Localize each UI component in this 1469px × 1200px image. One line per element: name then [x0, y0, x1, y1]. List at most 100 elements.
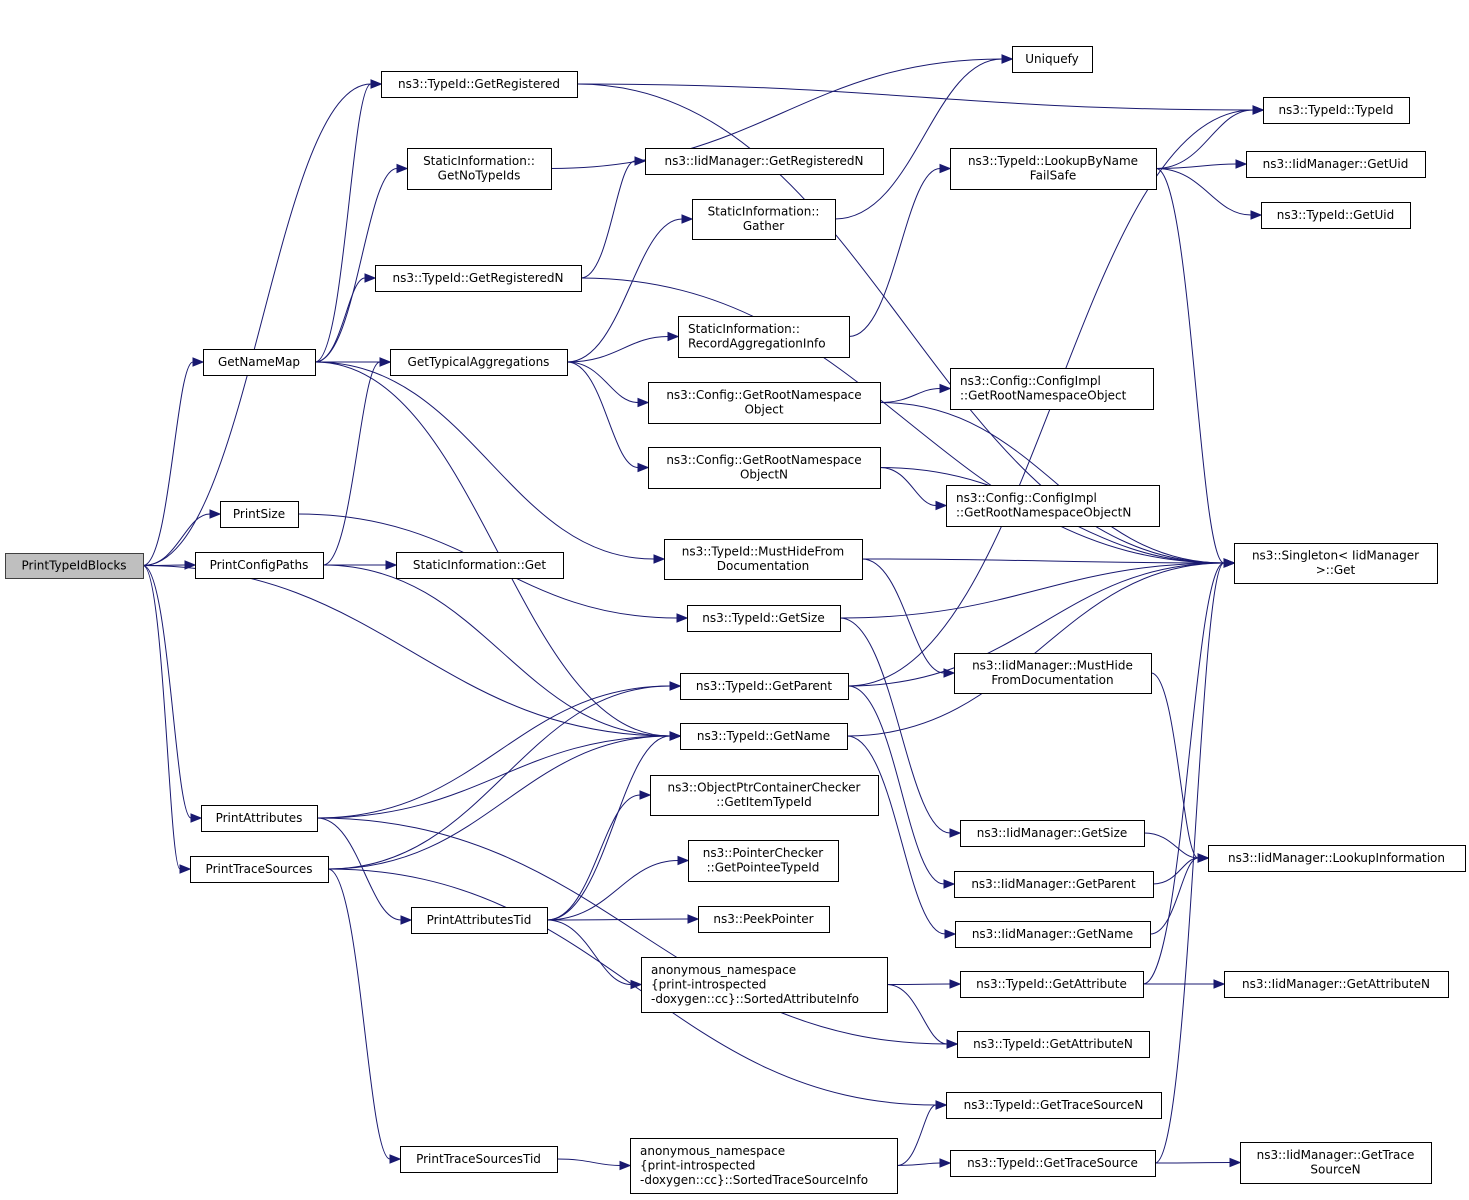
node-get-registered-n[interactable]: ns3::TypeId::GetRegisteredN — [375, 265, 582, 292]
node-tid-get-size[interactable]: ns3::TypeId::GetSize — [687, 605, 841, 632]
node-box[interactable] — [650, 775, 879, 816]
node-box[interactable] — [680, 673, 849, 700]
node-box[interactable] — [645, 148, 884, 175]
node-box[interactable] — [190, 856, 329, 883]
node-box[interactable] — [687, 605, 841, 632]
node-siget[interactable]: StaticInformation::Get — [396, 552, 564, 579]
node-box[interactable] — [950, 1150, 1156, 1177]
node-sorted-attr[interactable]: anonymous_namespace{print-introspected-d… — [641, 957, 888, 1013]
node-box[interactable] — [664, 539, 863, 580]
node-box[interactable] — [381, 71, 578, 98]
node-tid-get-attribute-n[interactable]: ns3::TypeId::GetAttributeN — [957, 1031, 1150, 1058]
node-box[interactable] — [195, 552, 324, 579]
node-iid-get-attribute-n[interactable]: ns3::IidManager::GetAttributeN — [1224, 971, 1449, 998]
node-print-attributes-tid[interactable]: PrintAttributesTid — [411, 907, 548, 934]
node-box[interactable] — [950, 368, 1154, 410]
node-cfg-get-root-ns-obj-n[interactable]: ns3::Config::GetRootNamespaceObjectN — [648, 447, 881, 489]
node-box[interactable] — [960, 971, 1144, 998]
node-box[interactable] — [648, 382, 881, 424]
node-box[interactable] — [1240, 1142, 1432, 1184]
edge-tid-get-trace-source-to-singleton-get — [1154, 562, 1225, 1164]
node-iid-get-registered-n[interactable]: ns3::IidManager::GetRegisteredN — [645, 148, 884, 175]
edge-tid-get-name-to-iid-get-name — [846, 735, 946, 935]
node-iid-must-hide[interactable]: ns3::IidManager::MustHideFromDocumentati… — [954, 653, 1152, 694]
node-print-attributes[interactable]: PrintAttributes — [201, 805, 318, 832]
node-box[interactable] — [957, 1031, 1150, 1058]
node-opccget-item[interactable]: ns3::ObjectPtrContainerChecker::GetItemT… — [650, 775, 879, 816]
node-tid-get-trace-source[interactable]: ns3::TypeId::GetTraceSource — [950, 1150, 1156, 1177]
node-box[interactable] — [692, 199, 836, 240]
node-tid-get-parent[interactable]: ns3::TypeId::GetParent — [680, 673, 849, 700]
node-iid-get-uid[interactable]: ns3::IidManager::GetUid — [1246, 151, 1426, 178]
node-box[interactable] — [203, 349, 316, 376]
node-tid-get-uid[interactable]: ns3::TypeId::GetUid — [1261, 202, 1411, 229]
node-print-type-id-blocks[interactable]: PrintTypeIdBlocks — [5, 553, 144, 579]
node-label: ns3::TypeId::GetRegisteredN — [393, 271, 564, 285]
node-cfg-get-root-ns-obj[interactable]: ns3::Config::GetRootNamespaceObject — [648, 382, 881, 424]
node-tid-get-name[interactable]: ns3::TypeId::GetName — [680, 723, 848, 750]
node-box[interactable] — [950, 148, 1157, 190]
node-get-typical-aggregations[interactable]: GetTypicalAggregations — [390, 349, 568, 376]
node-box[interactable] — [1208, 845, 1466, 872]
node-box[interactable] — [1234, 543, 1438, 584]
node-box[interactable] — [396, 552, 564, 579]
node-box[interactable] — [688, 840, 839, 882]
node-cfg-impl-obj[interactable]: ns3::Config::ConfigImpl::GetRootNamespac… — [950, 368, 1154, 410]
node-singleton-get[interactable]: ns3::Singleton< IidManager>::Get — [1234, 543, 1438, 584]
node-iid-get-parent[interactable]: ns3::IidManager::GetParent — [954, 871, 1154, 898]
node-box[interactable] — [630, 1138, 898, 1194]
node-tid-type-id[interactable]: ns3::TypeId::TypeId — [1263, 97, 1410, 124]
node-print-trace-sources[interactable]: PrintTraceSources — [190, 856, 329, 883]
node-box[interactable] — [400, 1146, 558, 1173]
node-box[interactable] — [1261, 202, 1411, 229]
node-label: anonymous_namespace — [651, 963, 796, 977]
node-sirecord-agg[interactable]: StaticInformation::RecordAggregationInfo — [678, 316, 850, 358]
node-box[interactable] — [1224, 971, 1449, 998]
node-box[interactable] — [407, 148, 552, 190]
node-box[interactable] — [201, 805, 318, 832]
node-sorted-trace[interactable]: anonymous_namespace{print-introspected-d… — [630, 1138, 898, 1194]
node-get-name-map[interactable]: GetNameMap — [203, 349, 316, 376]
node-print-size[interactable]: PrintSize — [220, 501, 299, 528]
node-box[interactable] — [411, 907, 548, 934]
node-box[interactable] — [698, 906, 830, 933]
node-box[interactable] — [954, 871, 1154, 898]
node-box[interactable] — [1263, 97, 1410, 124]
node-box[interactable] — [960, 820, 1145, 847]
node-box[interactable] — [390, 349, 568, 376]
node-box[interactable] — [648, 447, 881, 489]
node-print-config-paths[interactable]: PrintConfigPaths — [195, 552, 324, 579]
edge-get-registered-to-singleton-get — [576, 83, 1225, 564]
node-iid-get-trace-source-n[interactable]: ns3::IidManager::GetTraceSourceN — [1240, 1142, 1432, 1184]
node-uniquefy[interactable]: Uniquefy — [1012, 46, 1093, 73]
node-box[interactable] — [946, 485, 1160, 527]
node-iid-get-size[interactable]: ns3::IidManager::GetSize — [960, 820, 1145, 847]
node-get-registered[interactable]: ns3::TypeId::GetRegistered — [381, 71, 578, 98]
node-box[interactable] — [220, 501, 299, 528]
node-box[interactable] — [641, 957, 888, 1013]
node-box[interactable] — [1246, 151, 1426, 178]
node-box[interactable] — [375, 265, 582, 292]
node-box[interactable] — [955, 921, 1151, 948]
node-sigather[interactable]: StaticInformation::Gather — [692, 199, 836, 240]
node-get-no-type-ids[interactable]: StaticInformation::GetNoTypeIds — [407, 148, 552, 190]
arrowhead-icon — [653, 554, 666, 564]
node-box[interactable] — [678, 316, 850, 358]
node-tid-get-trace-source-n[interactable]: ns3::TypeId::GetTraceSourceN — [946, 1092, 1162, 1119]
node-peek-pointer[interactable]: ns3::PeekPointer — [698, 906, 830, 933]
node-iid-lookup-info[interactable]: ns3::IidManager::LookupInformation — [1208, 845, 1466, 872]
node-cfg-impl-obj-n[interactable]: ns3::Config::ConfigImpl::GetRootNamespac… — [946, 485, 1160, 527]
node-print-trace-sources-tid[interactable]: PrintTraceSourcesTid — [400, 1146, 558, 1173]
node-box[interactable] — [5, 553, 144, 579]
node-box[interactable] — [680, 723, 848, 750]
node-tid-get-attribute[interactable]: ns3::TypeId::GetAttribute — [960, 971, 1144, 998]
node-box[interactable] — [954, 653, 1152, 694]
node-iid-get-name[interactable]: ns3::IidManager::GetName — [955, 921, 1151, 948]
arrowhead-icon — [630, 979, 643, 990]
node-box[interactable] — [1012, 46, 1093, 73]
node-box[interactable] — [946, 1092, 1162, 1119]
node-pcget-pointee[interactable]: ns3::PointerChecker::GetPointeeTypeId — [688, 840, 839, 882]
edge-get-name-map-to-get-registered — [314, 83, 372, 363]
